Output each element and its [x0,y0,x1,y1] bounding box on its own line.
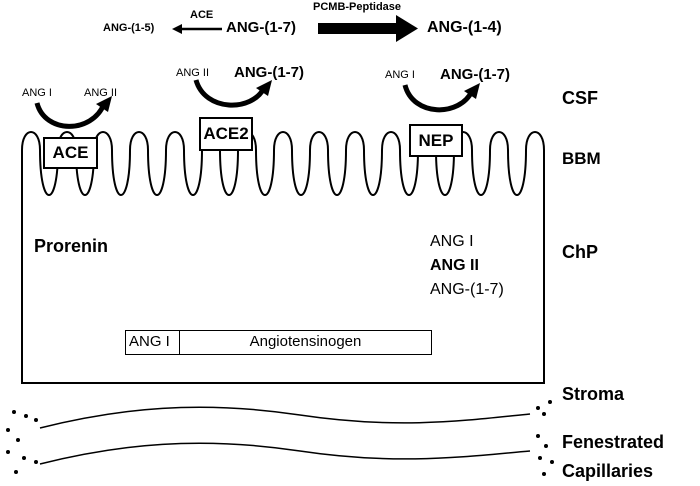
pcmb-arrowhead [396,15,418,42]
top-product-right: ANG-(1-4) [427,19,502,36]
nep-enzyme-label: NEP [418,131,454,150]
chp-label: ChP [562,242,598,262]
peptide-ang-1-7: ANG-(1-7) [430,281,504,298]
pcmb-arrow-shaft [318,23,398,34]
ace-substrate-label: ANG I [22,87,52,99]
nep-curved-arrow [402,84,475,113]
stroma-label: Stroma [562,384,625,404]
ace2-product-label: ANG-(1-7) [234,64,304,81]
ace-arrowhead [172,24,182,34]
ace-enzyme-label: ACE [52,143,89,162]
precursor-ang-i-segment: ANG I [125,330,181,355]
ace-enzyme-box: ACE [43,137,98,169]
peptide-ang-ii: ANG II [430,257,479,274]
capillaries-label-line1: Fenestrated [562,432,665,452]
bbm-label: BBM [562,149,601,168]
precursor-ang-i-label: ANG I [129,333,170,350]
ace2-curved-arrow [193,79,267,108]
ace-curved-arrow [34,102,107,129]
prorenin-label: Prorenin [34,236,109,256]
capillaries-label-line2: Capillaries [562,461,654,481]
nep-substrate-label: ANG I [385,69,415,81]
enzyme-curved-arrows [34,79,480,129]
top-enzyme-left: ACE [190,9,214,21]
capillary-walls [39,406,531,465]
top-enzyme-right: PCMB-Peptidase [313,1,402,13]
nep-enzyme-box: NEP [409,124,463,157]
ace2-enzyme-box: ACE2 [199,117,253,151]
csf-label: CSF [562,88,598,108]
peptide-ang-i: ANG I [430,233,474,250]
ace2-enzyme-label: ACE2 [203,124,249,143]
top-product-left: ANG-(1-5) [103,22,155,34]
angiotensinogen-label: Angiotensinogen [249,333,362,350]
nep-product-label: ANG-(1-7) [440,66,510,83]
fenestration-dots [6,400,554,476]
top-substrate: ANG-(1-7) [226,19,296,36]
reaction-arrows [172,15,418,42]
ace-product-label: ANG II [84,87,118,99]
ace2-substrate-label: ANG II [176,67,210,79]
angiotensinogen-segment: Angiotensinogen [179,330,432,355]
